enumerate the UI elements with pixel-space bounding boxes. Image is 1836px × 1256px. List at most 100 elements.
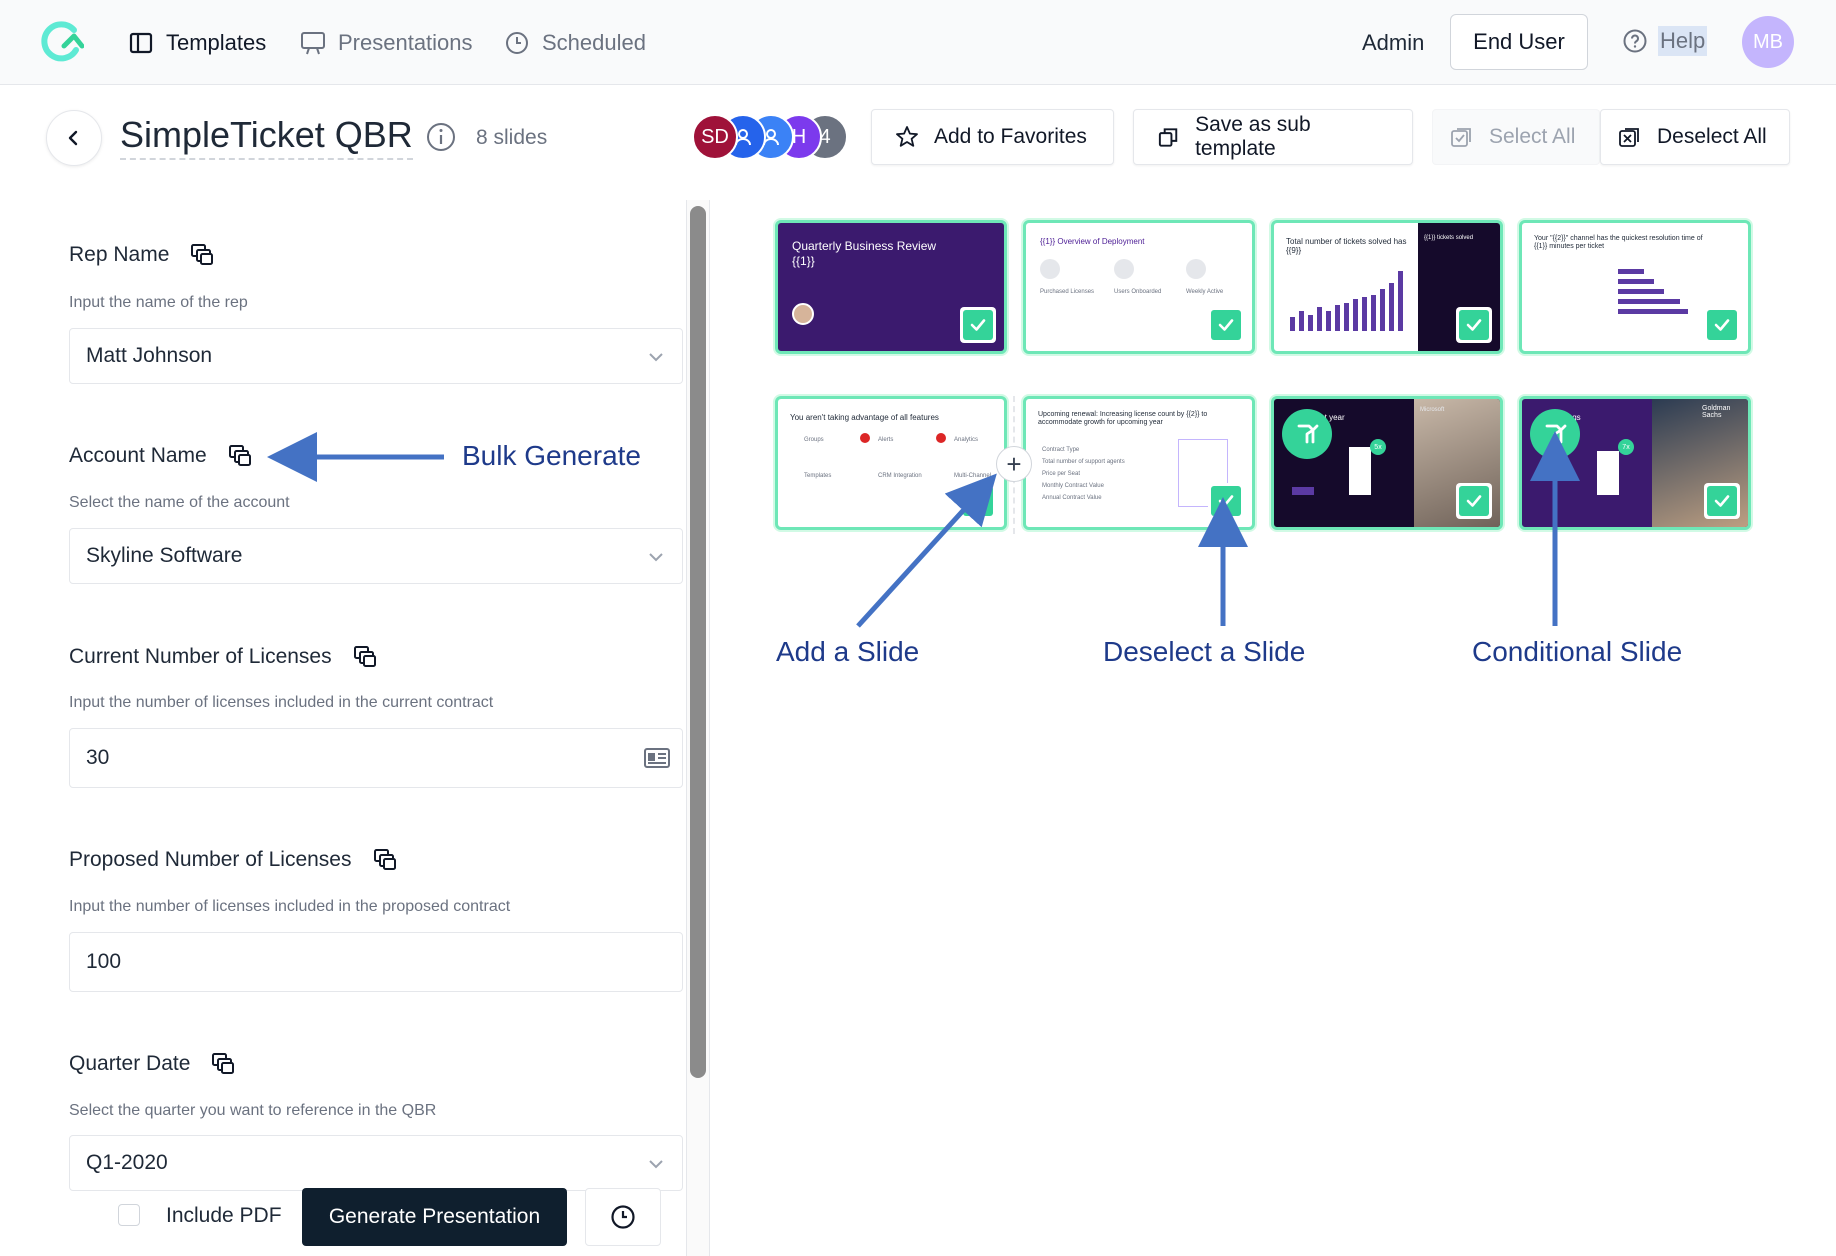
- check-icon: [970, 319, 986, 331]
- comparison-bar: [1292, 487, 1314, 495]
- slide-checkbox[interactable]: [1208, 307, 1244, 343]
- multiplier-badge: 5x: [1370, 439, 1386, 455]
- include-pdf-checkbox[interactable]: [118, 1204, 140, 1226]
- slide-title: You aren't taking advantage of all featu…: [790, 413, 939, 422]
- nav-templates-label: Templates: [166, 30, 267, 55]
- form-scrollbar-thumb[interactable]: [690, 206, 706, 1078]
- chevron-down-icon: [649, 553, 663, 562]
- key-icon: [1040, 259, 1060, 279]
- current-licenses-label: Current Number of Licenses: [69, 644, 378, 670]
- account-name-value: Skyline Software: [86, 544, 243, 567]
- add-to-favorites-button[interactable]: Add to Favorites: [871, 109, 1114, 165]
- current-licenses-input[interactable]: 30: [69, 728, 683, 788]
- slide-thumbnail-2[interactable]: {{1}} Overview of Deployment Purchased L…: [1023, 220, 1255, 354]
- slide-variable: {{1}}: [792, 254, 815, 268]
- slide-title: Quarterly Business Review: [792, 239, 937, 253]
- schedule-button[interactable]: [585, 1188, 661, 1246]
- slide-checkbox[interactable]: [960, 307, 996, 343]
- slide-checkbox[interactable]: [1208, 483, 1244, 519]
- save-as-sub-template-button[interactable]: Save as sub template: [1133, 109, 1413, 165]
- slide-stat-label: Purchased Licenses: [1040, 289, 1095, 295]
- bulk-copy-icon[interactable]: [189, 242, 215, 268]
- slide-thumbnail-5[interactable]: You aren't taking advantage of all featu…: [775, 396, 1007, 530]
- select-all-icon: [1451, 128, 1471, 147]
- slide-checkbox[interactable]: [1704, 307, 1740, 343]
- page-title[interactable]: SimpleTicket QBR: [120, 114, 413, 160]
- slides-count: 8 slides: [476, 126, 548, 149]
- account-name-label: Account Name: [69, 443, 253, 469]
- slide-side-text: {{1}} tickets solved: [1424, 235, 1474, 241]
- table-row-label: Contract Type: [1042, 447, 1080, 453]
- select-all-label: Select All: [1489, 125, 1576, 148]
- slide-stat-label: Weekly Active: [1186, 289, 1224, 295]
- rep-name-select[interactable]: Matt Johnson: [69, 328, 683, 384]
- slide-thumbnail-1[interactable]: Quarterly Business Review {{1}}: [775, 220, 1007, 354]
- rep-name-help: Input the name of the rep: [69, 294, 248, 311]
- quarter-date-select[interactable]: Q1-2020: [69, 1135, 683, 1191]
- account-name-help: Select the name of the account: [69, 494, 290, 511]
- include-pdf-label: Include PDF: [166, 1204, 282, 1227]
- check-icon: [1218, 319, 1234, 331]
- feature-label: Templates: [804, 473, 832, 479]
- table-row-label: Annual Contract Value: [1042, 495, 1102, 501]
- bulk-copy-icon[interactable]: [210, 1051, 236, 1077]
- app-logo-icon[interactable]: [38, 20, 84, 64]
- bar-chart-thumbnail: [1290, 271, 1403, 331]
- comparison-bar: [1597, 451, 1619, 495]
- nav-scheduled[interactable]: Scheduled: [504, 26, 646, 60]
- slide-checkbox[interactable]: [1704, 483, 1740, 519]
- help-label: Help: [1658, 26, 1708, 56]
- check-icon: [1466, 495, 1482, 507]
- admin-link[interactable]: Admin: [1362, 30, 1425, 55]
- check-icon: [1714, 319, 1730, 331]
- select-all-button[interactable]: Select All: [1432, 109, 1600, 165]
- id-card-icon: [644, 748, 670, 768]
- user-avatar[interactable]: MB: [1742, 16, 1794, 68]
- slide-thumbnail-3[interactable]: Total number of tickets solved has {{9}}…: [1271, 220, 1503, 354]
- slide-checkbox[interactable]: [960, 483, 996, 519]
- add-to-favorites-label: Add to Favorites: [934, 125, 1087, 148]
- layout-icon: [129, 32, 153, 54]
- brand-label: Goldman Sachs: [1702, 405, 1731, 419]
- nav-templates[interactable]: Templates: [128, 26, 266, 60]
- proposed-licenses-help: Input the number of licenses included in…: [69, 898, 511, 915]
- rep-name-value: Matt Johnson: [86, 344, 213, 367]
- end-user-button[interactable]: End User: [1450, 14, 1588, 70]
- bulk-copy-icon[interactable]: [372, 847, 398, 873]
- collaborator-initials: SD: [701, 125, 729, 148]
- clock-icon: [506, 32, 528, 54]
- bulk-copy-icon[interactable]: [227, 443, 253, 469]
- conditional-icon[interactable]: [1282, 409, 1332, 459]
- bulk-copy-icon[interactable]: [352, 644, 378, 670]
- slide-thumbnail-4[interactable]: Your "{{2}}" channel has the quickest re…: [1519, 220, 1751, 354]
- star-icon: [896, 126, 918, 147]
- back-button[interactable]: [46, 110, 102, 166]
- info-icon[interactable]: [426, 122, 456, 152]
- missing-feature-icon: [936, 433, 946, 443]
- generate-presentation-button[interactable]: Generate Presentation: [302, 1188, 567, 1246]
- help-link[interactable]: Help: [1622, 26, 1708, 56]
- bulk-generate-annotation: Bulk Generate: [462, 440, 641, 471]
- slide-checkbox[interactable]: [1456, 307, 1492, 343]
- nav-presentations[interactable]: Presentations: [300, 26, 473, 60]
- add-slide-button[interactable]: +: [996, 446, 1032, 482]
- conditional-icon[interactable]: [1530, 409, 1580, 459]
- quarter-date-value: Q1-2020: [86, 1151, 168, 1174]
- presentation-icon: [301, 32, 325, 55]
- quarter-date-help: Select the quarter you want to reference…: [69, 1102, 437, 1119]
- slide-thumbnail-8[interactable]: vings 7x Goldman Sachs: [1519, 396, 1751, 530]
- comparison-bar: [1349, 447, 1371, 495]
- feature-label: Analytics: [954, 437, 979, 443]
- deselect-all-button[interactable]: Deselect All: [1600, 109, 1790, 165]
- slide-thumbnail-7[interactable]: first year 5x Microsoft: [1271, 396, 1503, 530]
- proposed-licenses-input[interactable]: 100: [69, 932, 683, 992]
- multiplier-badge: 7x: [1618, 439, 1634, 455]
- account-name-select[interactable]: Skyline Software: [69, 528, 683, 584]
- quarter-date-label-text: Quarter Date: [69, 1052, 191, 1075]
- table-row-label: Price per Seat: [1042, 471, 1081, 477]
- plane-icon: [1114, 259, 1134, 279]
- slide-checkbox[interactable]: [1456, 483, 1492, 519]
- deselect-slide-annotation: Deselect a Slide: [1103, 636, 1306, 667]
- slide-thumbnail-6[interactable]: Upcoming renewal: Increasing license cou…: [1023, 396, 1255, 530]
